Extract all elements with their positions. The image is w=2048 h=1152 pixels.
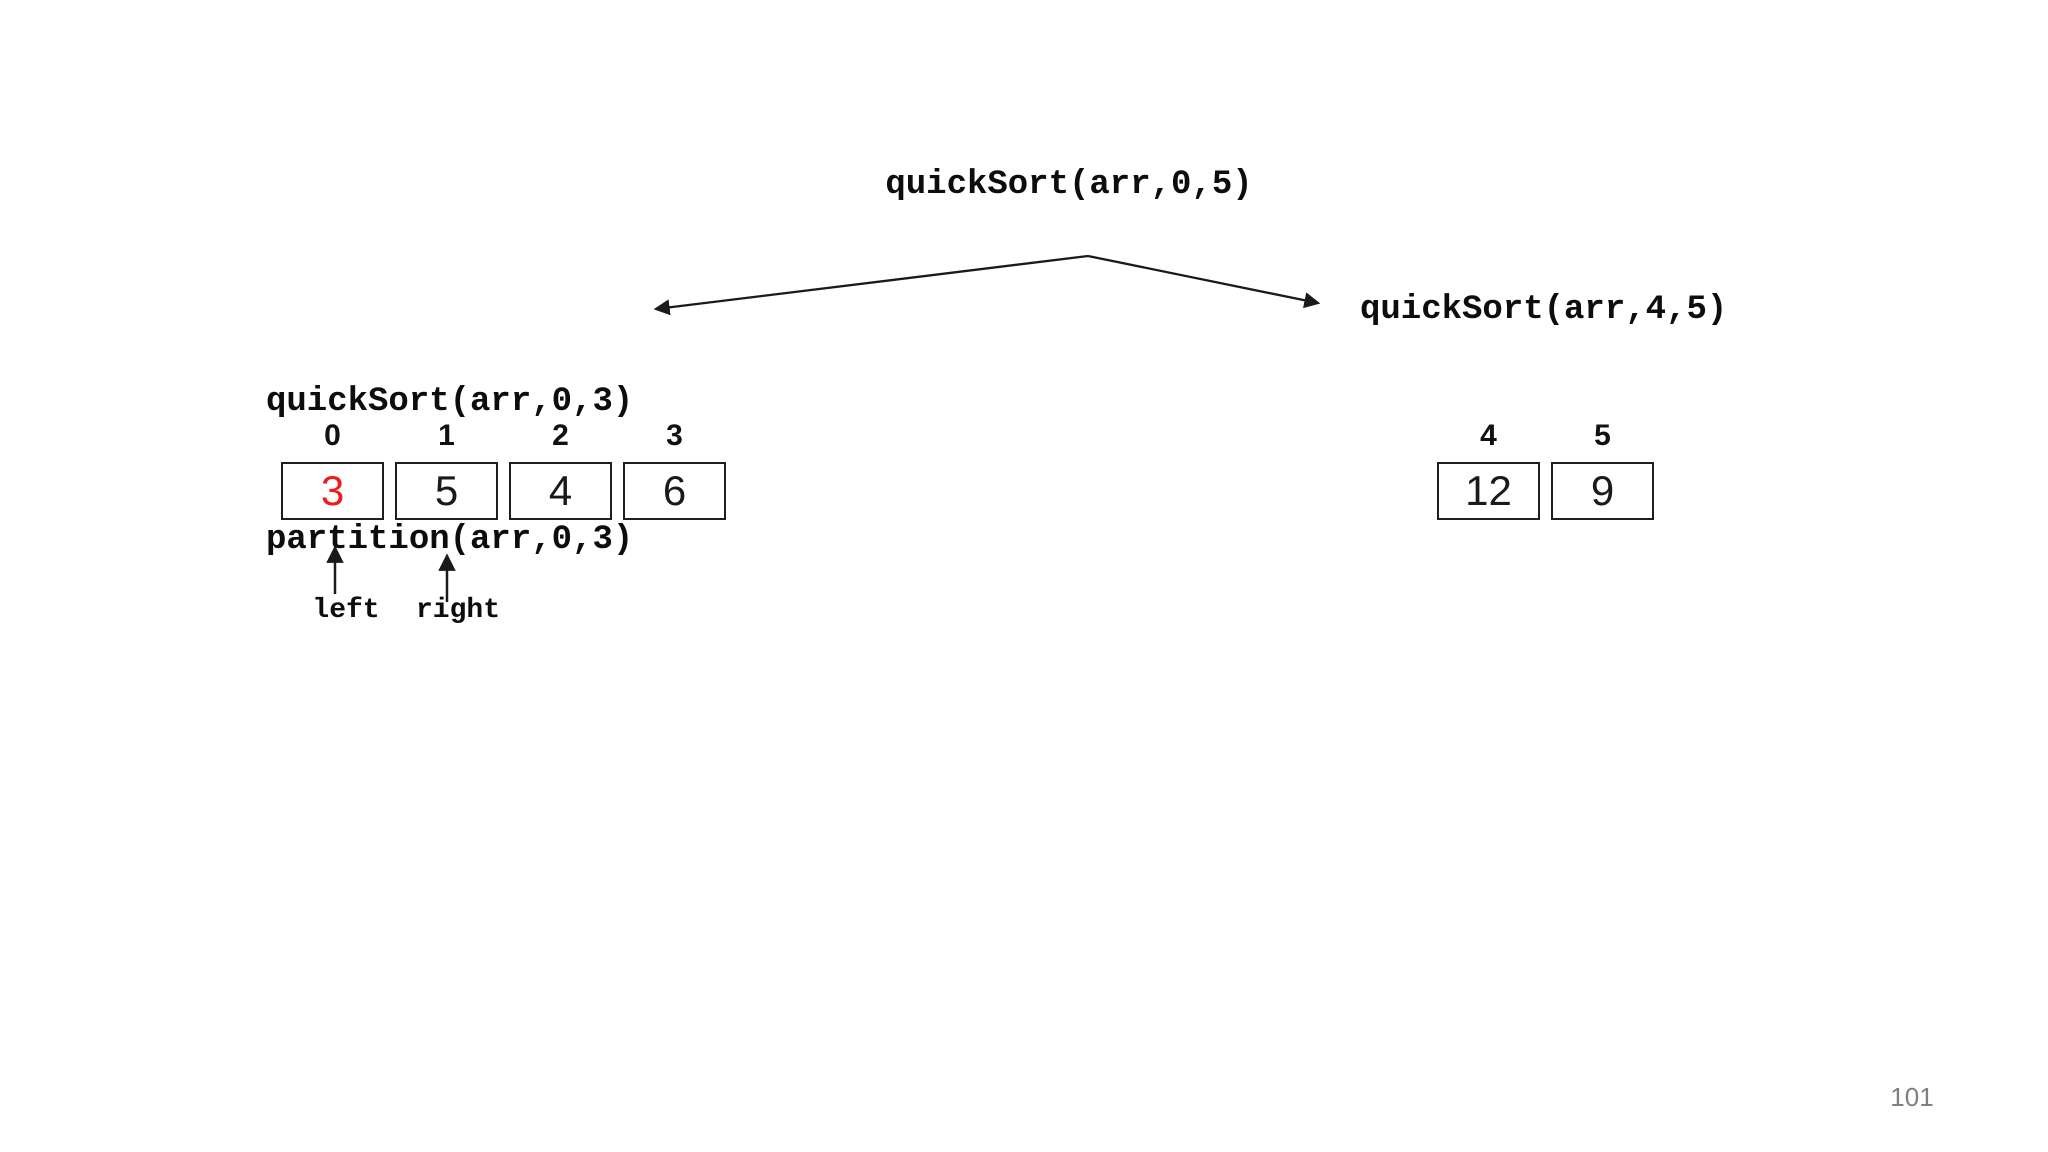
cell-value: 9 (1590, 467, 1615, 514)
array-cell: 5 (395, 462, 498, 520)
array-cell: 12 (1437, 462, 1540, 520)
index-label: 3 (666, 419, 683, 452)
cell-value: 6 (662, 467, 687, 514)
index-label: 0 (324, 419, 341, 452)
left-array-row: 3 5 4 6 (281, 462, 726, 520)
right-array-index-row: 4 5 (1437, 419, 1654, 453)
array-cell: 4 (509, 462, 612, 520)
cell-value-pivot: 3 (320, 467, 345, 514)
left-array-index-row: 0 1 2 3 (281, 419, 726, 453)
array-cell: 3 (281, 462, 384, 520)
right-pointer-label: right (415, 595, 501, 626)
page-number: 101 (1890, 1082, 1934, 1112)
right-array-row: 12 9 (1437, 462, 1654, 520)
cell-value: 5 (434, 467, 459, 514)
cell-value: 12 (1465, 467, 1512, 514)
index-label: 5 (1594, 419, 1611, 452)
quicksort-call-label: quickSort(arr,4,5) (1360, 291, 1728, 329)
index-label: 4 (1480, 419, 1497, 452)
branch-arrow-to-right-subtree (1087, 254, 1321, 309)
branch-arrow-to-left-subtree (653, 254, 1089, 316)
cell-value: 4 (548, 467, 573, 514)
array-cell: 6 (623, 462, 726, 520)
partition-call-label: partition(arr,0,3) (266, 521, 634, 559)
quicksort-call-label: quickSort(arr,0,3) (266, 383, 634, 421)
index-label: 2 (552, 419, 569, 452)
root-call-label: quickSort(arr,0,5) (885, 166, 1253, 204)
index-label: 1 (438, 419, 455, 452)
array-cell: 9 (1551, 462, 1654, 520)
left-pointer-label: left (312, 595, 380, 626)
left-subtree-call-labels: quickSort(arr,0,3) partition(arr,0,3) (266, 287, 633, 655)
